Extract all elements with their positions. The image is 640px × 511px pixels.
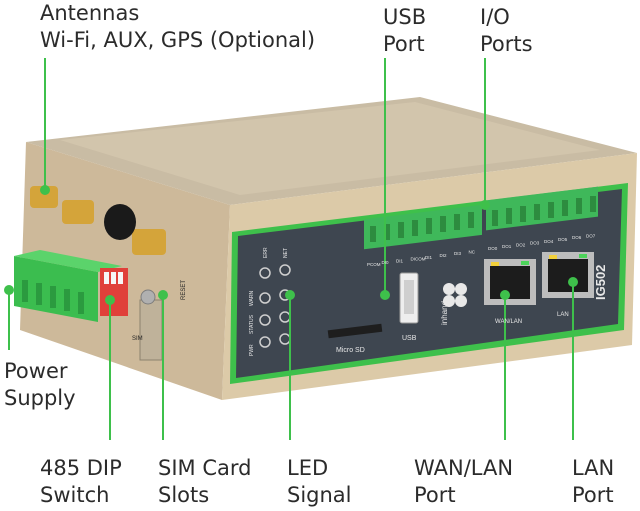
terminal-right-labels: DO0 DO1 DO2 DO3 DO4 DO5 DO6 DO7: [488, 233, 596, 251]
terminal-screws: [370, 196, 596, 242]
lan-silk-label: LAN: [557, 312, 569, 318]
wan-lan-ethernet-port: [484, 259, 536, 305]
reset-silk-label: RESET: [181, 280, 187, 300]
lan-label-line2: Port: [572, 483, 614, 507]
led-label-line1: LED: [287, 456, 329, 480]
usb-port-callout: USB Port: [383, 4, 426, 58]
antennas-callout: Antennas Wi-Fi, AUX, GPS (Optional): [40, 0, 315, 54]
io-ports-callout: I/O Ports: [480, 4, 533, 58]
antenna-connectors: [30, 186, 166, 255]
lan-ethernet-port: [542, 252, 594, 298]
lan-port-callout: LAN Port: [572, 455, 614, 509]
power-label-line2: Supply: [4, 386, 76, 410]
led-label-line2: Signal: [287, 483, 352, 507]
terminal-label: DO6: [572, 235, 582, 240]
chassis-top-highlight: [60, 102, 600, 195]
terminal-label: DICOM: [411, 257, 426, 262]
terminal-label: DO2: [516, 242, 526, 247]
io-terminal-right: [486, 186, 598, 231]
power-label-line1: Power: [4, 359, 68, 383]
led-net-label: NET: [283, 248, 289, 258]
terminal-label: DO5: [558, 237, 568, 242]
dip-label-line2: Switch: [40, 483, 110, 507]
terminal-label: PCOM: [367, 262, 381, 267]
sim-slots-callout: SIM Card Slots: [158, 455, 251, 509]
sim-silk-label: SIM: [132, 336, 143, 342]
terminal-label: DI1: [425, 255, 433, 260]
antennas-label-line1: Antennas: [40, 1, 140, 25]
terminal-label: DO3: [530, 241, 540, 246]
sim-label-line2: Slots: [158, 483, 210, 507]
sim-card-slot: [139, 299, 163, 361]
terminal-label: DI0: [382, 260, 390, 265]
power-terminal-block: [14, 250, 122, 322]
led-indicators: [259, 264, 291, 348]
terminal-label: DO1: [502, 244, 512, 249]
model-label: IG502: [593, 265, 608, 300]
usb-silk-label: USB: [402, 335, 417, 342]
inhand-logo-icon: [443, 283, 467, 307]
led-err-label: ERR: [263, 247, 269, 258]
terminal-label: DI1: [396, 258, 404, 263]
led-warn-label: WARN: [249, 291, 255, 306]
usb-label-line1: USB: [383, 5, 427, 29]
usb-label-line2: Port: [383, 32, 425, 56]
led-status-label: STATUS: [249, 314, 255, 334]
micro-sd-slot: [327, 323, 383, 339]
io-terminal-left: [364, 204, 482, 250]
terminal-label: DI3: [454, 251, 462, 256]
wan-label-line2: Port: [414, 483, 456, 507]
wan-lan-port-callout: WAN/LAN Port: [414, 455, 513, 509]
callout-leader-lines: [4, 58, 578, 440]
terminal-label: DI2: [440, 253, 448, 258]
led-pwr-label: PWR: [249, 344, 255, 356]
io-label-line2: Ports: [480, 32, 533, 56]
lan-label-line1: LAN: [572, 456, 615, 480]
sim-label-line1: SIM Card: [158, 456, 252, 480]
dip-label-line1: 485 DIP: [40, 456, 122, 480]
power-supply-callout: Power Supply: [4, 358, 76, 412]
wanlan-silk-label: WAN/LAN: [495, 319, 522, 325]
microsd-label: Micro SD: [336, 347, 365, 354]
terminal-label: DO0: [488, 246, 498, 251]
antennas-label-line2: Wi-Fi, AUX, GPS (Optional): [40, 28, 316, 52]
dip-switch-callout: 485 DIP Switch: [40, 455, 122, 509]
terminal-label: DO7: [586, 233, 596, 238]
terminal-label: NC: [469, 249, 476, 254]
wan-label-line1: WAN/LAN: [414, 456, 514, 480]
io-label-line1: I/O: [480, 5, 510, 29]
terminal-label: DO4: [544, 239, 554, 244]
led-signal-callout: LED Signal: [287, 455, 352, 509]
brand-label: inhand: [440, 301, 449, 325]
